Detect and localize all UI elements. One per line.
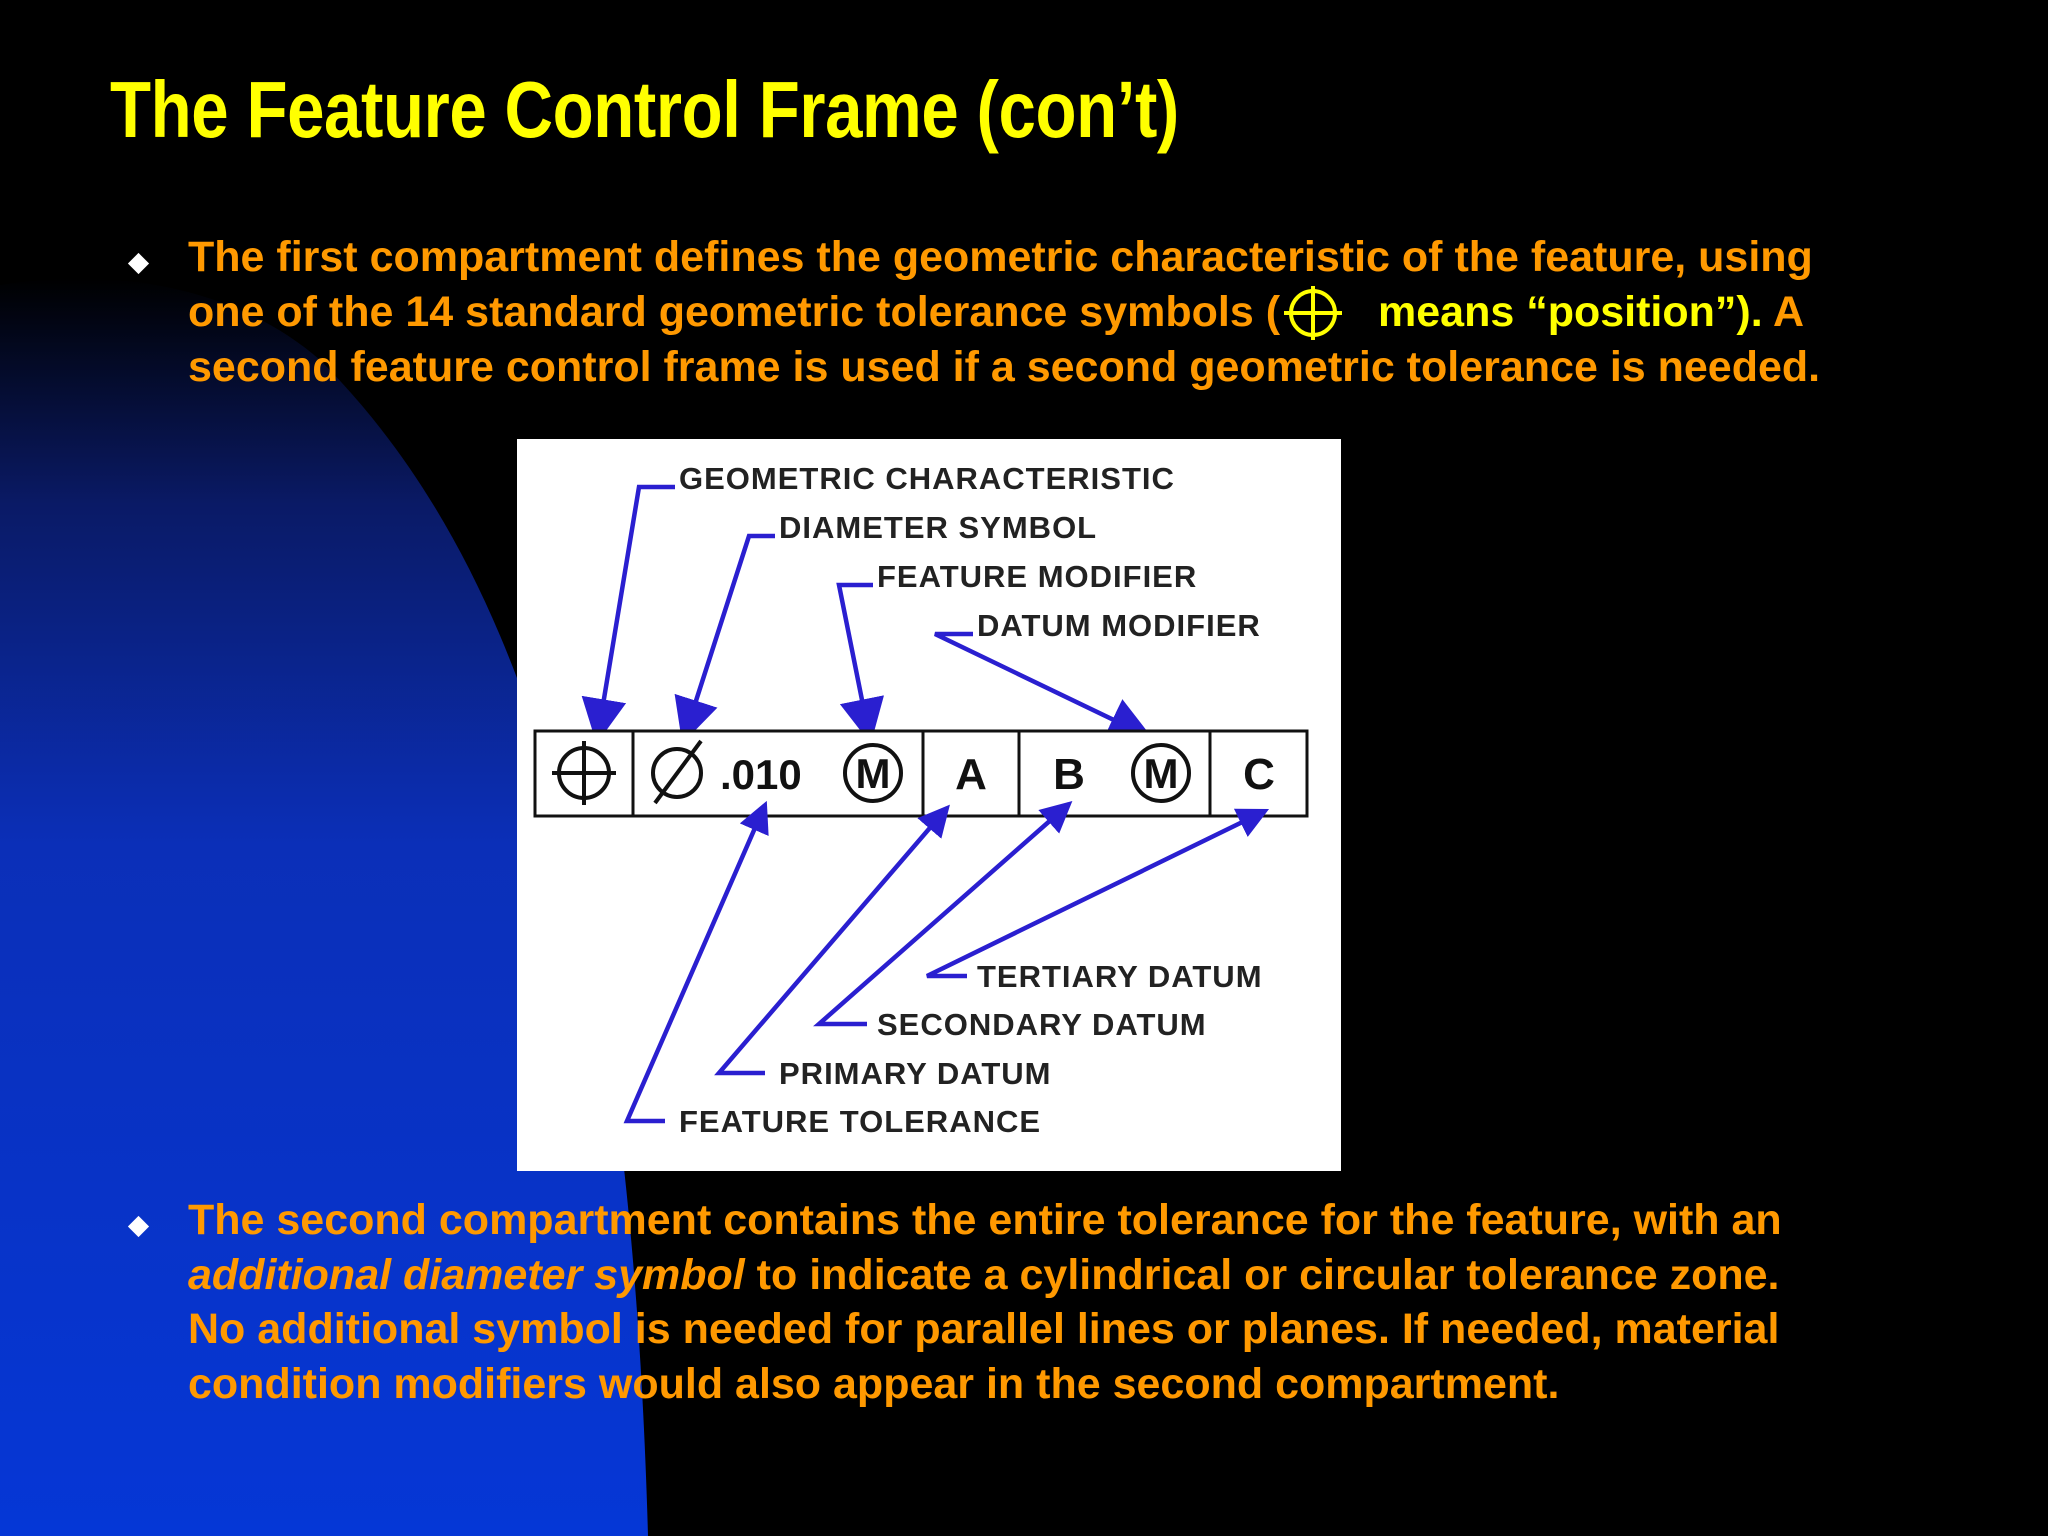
bullet-1-line-2-end: A: [1762, 287, 1805, 336]
label-feature-tolerance: FEATURE TOLERANCE: [679, 1104, 1041, 1139]
frame-datum-modifier-letter: M: [1144, 750, 1179, 797]
arrow-diameter-symbol: [674, 533, 775, 744]
position-meaning-text: means “position”).: [1378, 287, 1763, 336]
arrow-datum-modifier: [934, 631, 1154, 740]
arrow-geometric-characteristic: [581, 484, 675, 744]
frame-position-icon: [552, 741, 616, 805]
label-secondary-datum: SECONDARY DATUM: [877, 1007, 1207, 1042]
arrow-primary-datum: [714, 804, 950, 1076]
bullet-2-line-2: to indicate a cylindrical or circular to…: [744, 1250, 1780, 1299]
arrow-secondary-datum: [813, 801, 1073, 1027]
frame-datum-modifier-circle: [1131, 743, 1191, 803]
label-tertiary-datum: TERTIARY DATUM: [977, 959, 1263, 994]
feature-control-frame-diagram: GEOMETRIC CHARACTERISTIC DIAMETER SYMBOL…: [517, 439, 1341, 1171]
label-feature-modifier: FEATURE MODIFIER: [877, 559, 1197, 594]
bullet-1-line-1: The first compartment defines the geomet…: [188, 233, 1813, 281]
bullet-2-text: The second compartment contains the enti…: [188, 1193, 1782, 1411]
bullet-1-text: The first compartment defines the geomet…: [188, 230, 1820, 394]
frame-modifier-circle: [843, 743, 903, 803]
frame-datum-c: C: [1243, 750, 1275, 799]
bullet-2-line-1: The second compartment contains the enti…: [188, 1196, 1782, 1244]
frame-tolerance-value: .010: [720, 751, 802, 798]
slide-title: The Feature Control Frame (con’t): [110, 65, 1179, 154]
bullet-2-line-3: No additional symbol is needed for paral…: [188, 1305, 1780, 1353]
frame-diameter-icon: [651, 739, 703, 805]
label-datum-modifier: DATUM MODIFIER: [977, 608, 1261, 643]
frame-modifier-letter: M: [856, 750, 891, 797]
diagram-svg: GEOMETRIC CHARACTERISTIC DIAMETER SYMBOL…: [533, 461, 1309, 1139]
frame-datum-a: A: [955, 750, 987, 799]
label-primary-datum: PRIMARY DATUM: [779, 1056, 1051, 1091]
bullet-2-line-4: condition modifiers would also appear in…: [188, 1359, 1560, 1408]
frame-datum-b: B: [1053, 750, 1085, 799]
bullet-1-line-3: second feature control frame is used if …: [188, 342, 1821, 391]
position-icon: [1284, 285, 1343, 340]
arrow-tertiary-datum: [926, 808, 1270, 979]
arrow-feature-tolerance: [623, 800, 769, 1124]
control-frame: .010 M A B M C: [533, 729, 1309, 818]
bullet-2-italic-phrase: additional diameter symbol: [188, 1250, 745, 1299]
bullet-1-line-2: one of the 14 standard geometric toleran…: [188, 287, 1281, 336]
arrow-feature-modifier: [836, 582, 885, 744]
label-diameter-symbol: DIAMETER SYMBOL: [779, 510, 1097, 545]
label-geometric-characteristic: GEOMETRIC CHARACTERISTIC: [679, 461, 1175, 496]
